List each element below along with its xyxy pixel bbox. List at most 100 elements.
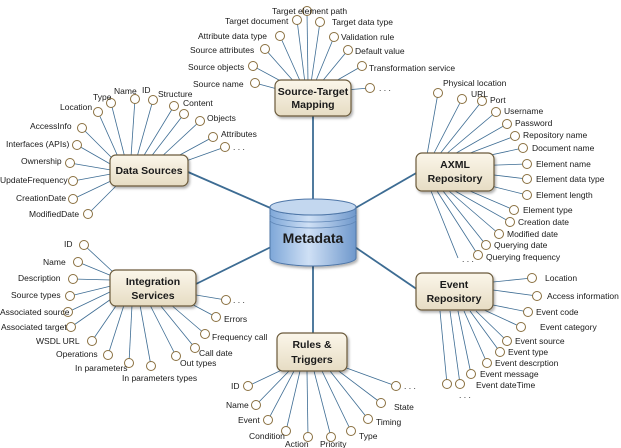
- leaf-dot: [315, 17, 325, 27]
- hub-links: [187, 115, 419, 335]
- leaf-dot: [68, 274, 78, 284]
- leaf-dot: [169, 101, 179, 111]
- leaf-label: Name: [226, 400, 249, 410]
- leaf-dot: [179, 109, 189, 119]
- leaf-dot: [106, 98, 116, 108]
- leaf-label: . . .: [379, 83, 391, 93]
- leaf-dot: [87, 336, 97, 346]
- leaf-label: ID: [64, 239, 73, 249]
- leaf-dot: [195, 116, 205, 126]
- leaf-label: Validation rule: [341, 32, 395, 42]
- leaf-label: Querying date: [494, 240, 548, 250]
- leaf-label: . . .: [404, 381, 416, 391]
- leaf-label: Element type: [523, 205, 573, 215]
- leaf-dot: [103, 350, 113, 360]
- leaf-label: Element data type: [536, 174, 605, 184]
- leaf-dot: [491, 107, 501, 117]
- leaf-dot: [505, 217, 515, 227]
- leaf-label: Ownership: [21, 156, 62, 166]
- leaf-dot: [376, 398, 386, 408]
- leaf-label: Event code: [536, 307, 579, 317]
- box-rules-triggers: [276, 332, 348, 372]
- group-source-target-mapping: Target element path Target document Targ…: [188, 6, 455, 117]
- leaf-dot: [523, 307, 533, 317]
- leaf-dot: [457, 94, 467, 104]
- leaf-dot: [148, 95, 158, 105]
- hub-cylinder-ring: [269, 213, 357, 223]
- leaf-dot: [343, 45, 353, 55]
- leaf-dot: [477, 96, 487, 106]
- box-label: Repository: [427, 293, 482, 305]
- metadata-hub: Metadata: [269, 198, 357, 267]
- group-rules-triggers: ID Name Event Condition Action Priority …: [226, 332, 416, 448]
- link-axml-repository: [351, 171, 419, 211]
- leaf-label: Event category: [540, 322, 597, 332]
- leaf-label: In parameters types: [122, 373, 197, 383]
- box-label: AXML: [440, 159, 470, 171]
- leaf-dot: [455, 379, 465, 389]
- box-label: Services: [131, 290, 174, 302]
- leaf-dot: [263, 415, 273, 425]
- leaf-dot: [346, 426, 356, 436]
- leaf-label: Event dateTime: [476, 380, 535, 390]
- leaf-dot: [65, 158, 75, 168]
- leaf-label: . . .: [459, 390, 471, 400]
- leaf-label: UpdateFrequency: [0, 175, 68, 185]
- box-label: Triggers: [291, 354, 333, 366]
- leaf-label: Call date: [199, 348, 233, 358]
- box-source-target-mapping: [274, 79, 352, 117]
- leaf-dot: [433, 88, 443, 98]
- leaf-dot: [326, 432, 336, 442]
- leaf-dot: [190, 343, 200, 353]
- leaf-label: Content: [183, 98, 213, 108]
- leaf-label: Errors: [224, 314, 247, 324]
- group-axml-repository: Physical location URL Port Username Pass…: [415, 78, 605, 264]
- leaf-label: Structure: [158, 89, 193, 99]
- leaf-dot: [275, 31, 285, 41]
- leaf-label: Event descrption: [495, 358, 559, 368]
- leaf-label: Objects: [207, 113, 236, 123]
- leaf-dot: [220, 142, 230, 152]
- leaf-dot: [200, 329, 210, 339]
- box-label: Integration: [126, 276, 180, 288]
- leaf-label: Physical location: [443, 78, 507, 88]
- leaf-dot: [303, 432, 313, 442]
- leaf-label: CreationDate: [16, 193, 66, 203]
- leaf-dot: [73, 257, 83, 267]
- leaf-dot: [527, 273, 537, 283]
- leaf-dot: [93, 107, 103, 117]
- leaf-label: Source attributes: [190, 45, 254, 55]
- leaf-dot: [77, 123, 87, 133]
- leaf-label: AccessInfo: [30, 121, 72, 131]
- group-integration-services: ID Name Description Source types Associa…: [0, 239, 267, 383]
- leaf-dot: [391, 381, 401, 391]
- leaf-label: Event: [238, 415, 260, 425]
- box-data-sources: [109, 154, 189, 187]
- leaf-label: Transformation service: [369, 63, 455, 73]
- leaf-label: Action: [285, 439, 309, 448]
- leaf-label: Source types: [11, 290, 61, 300]
- leaf-dot: [494, 229, 504, 239]
- leaf-label: Access information: [547, 291, 619, 301]
- leaf-label: Target document: [225, 16, 289, 26]
- leaf-dot: [357, 61, 367, 71]
- box-label: Repository: [428, 173, 483, 185]
- leaf-dot: [502, 119, 512, 129]
- leaf-label: Location: [60, 102, 92, 112]
- leaf-dot: [495, 347, 505, 357]
- leaf-label: . . .: [233, 142, 245, 152]
- leaf-label: Element name: [536, 159, 591, 169]
- leaf-label: Repository name: [523, 130, 588, 140]
- leaf-dot: [124, 358, 134, 368]
- leaf-label: Target element path: [272, 6, 347, 16]
- leaf-label: Element length: [536, 190, 593, 200]
- leaf-label: ModifiedDate: [29, 209, 79, 219]
- leaf-label: Condition: [249, 431, 285, 441]
- leaf-dot: [442, 379, 452, 389]
- leaf-dot: [522, 159, 532, 169]
- leaf-dot: [473, 250, 483, 260]
- leaf-label: Username: [504, 106, 543, 116]
- leaf-dot: [532, 291, 542, 301]
- leaf-label: Timing: [376, 417, 401, 427]
